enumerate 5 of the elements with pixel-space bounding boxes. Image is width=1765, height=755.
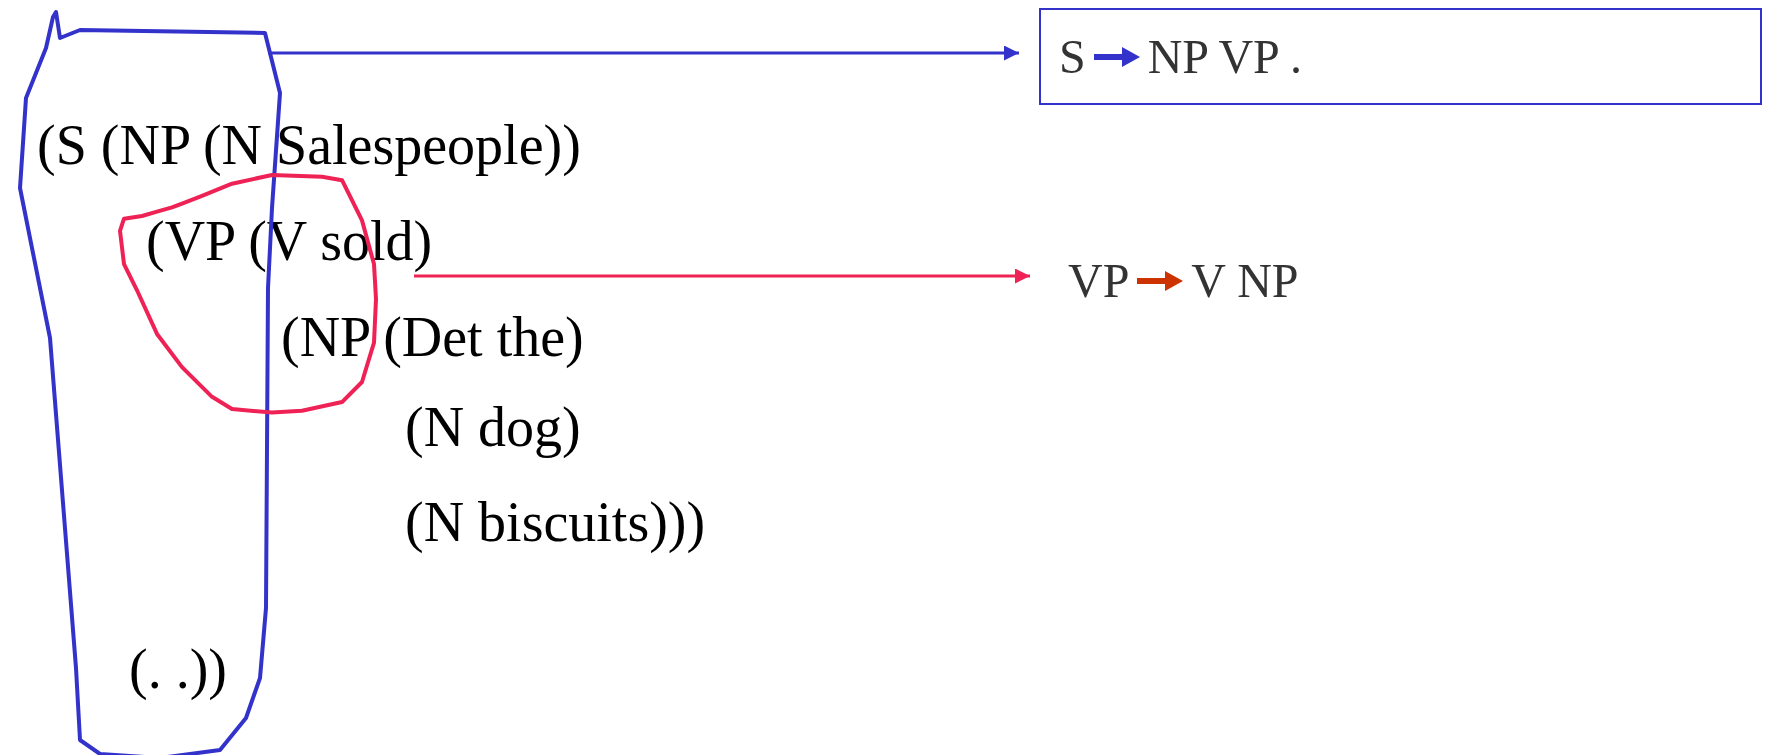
arrow — [414, 268, 1030, 284]
rule-text: S — [1059, 32, 1086, 81]
rule-text: V NP — [1191, 257, 1299, 305]
rule-text: NP VP . — [1147, 32, 1302, 81]
rule-text: VP — [1068, 257, 1130, 305]
